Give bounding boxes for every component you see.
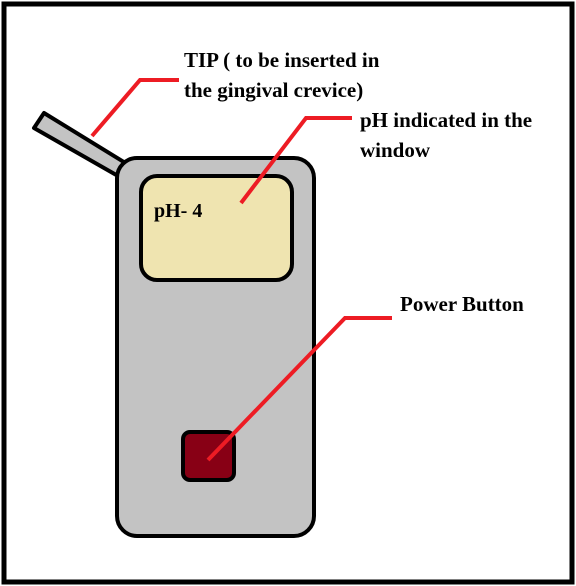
- power-label: Power Button: [400, 292, 524, 316]
- display-window: [139, 174, 294, 282]
- window-leader-line: [239, 116, 352, 205]
- tip-label-line1: TIP ( to be inserted in: [184, 48, 380, 72]
- window-label-line2: window: [360, 138, 431, 162]
- tip-label-line2: the gingival crevice): [184, 78, 363, 102]
- power-leader-line: [206, 316, 392, 462]
- window-label-line1: pH indicated in the: [360, 108, 532, 132]
- tip-leader-line: [90, 78, 179, 138]
- display-reading: pH- 4: [154, 200, 202, 222]
